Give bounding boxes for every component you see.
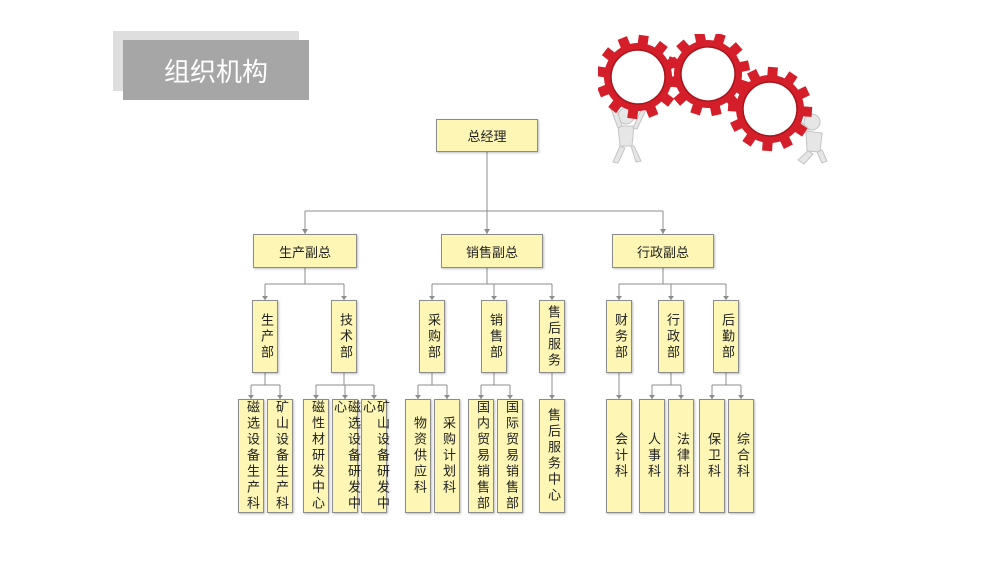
node-dept-sales: 销售部 [481,300,507,373]
node-dept-after-sales: 售后服务 [539,300,565,373]
page-title: 组织机构 [123,40,309,100]
node-section: 采购计划科 [434,399,460,513]
node-dept-logistics: 后勤部 [713,300,739,373]
node-section: 保卫科 [699,399,725,513]
node-dept-purchasing: 采购部 [419,300,445,373]
node-dept-administration: 行政部 [658,300,684,373]
node-dept-finance: 财务部 [606,300,632,373]
node-dept-production: 生产部 [252,300,278,373]
node-section: 综合科 [728,399,754,513]
node-vp-admin: 行政副总 [612,234,714,268]
node-section: 磁选设备研发中心 [331,399,360,513]
node-section: 矿山设备生产科 [267,399,293,513]
node-dept-technology: 技术部 [331,300,357,373]
node-vp-production: 生产副总 [253,234,357,268]
node-section: 磁选设备生产科 [238,399,264,513]
gears-figures-illustration [598,34,828,165]
node-general-manager: 总经理 [436,119,538,152]
node-section: 国内贸易销售部 [468,399,494,513]
node-section: 物资供应科 [405,399,431,513]
node-section: 磁性材研发中心 [303,399,329,513]
node-section: 法律科 [668,399,694,513]
node-section: 矿山设备研发中心 [360,399,389,513]
node-section: 会计科 [606,399,632,513]
node-vp-sales: 销售副总 [441,234,543,268]
node-section: 国际贸易销售部 [497,399,523,513]
node-section: 人事科 [639,399,665,513]
node-section: 售后服务中心 [539,399,565,513]
